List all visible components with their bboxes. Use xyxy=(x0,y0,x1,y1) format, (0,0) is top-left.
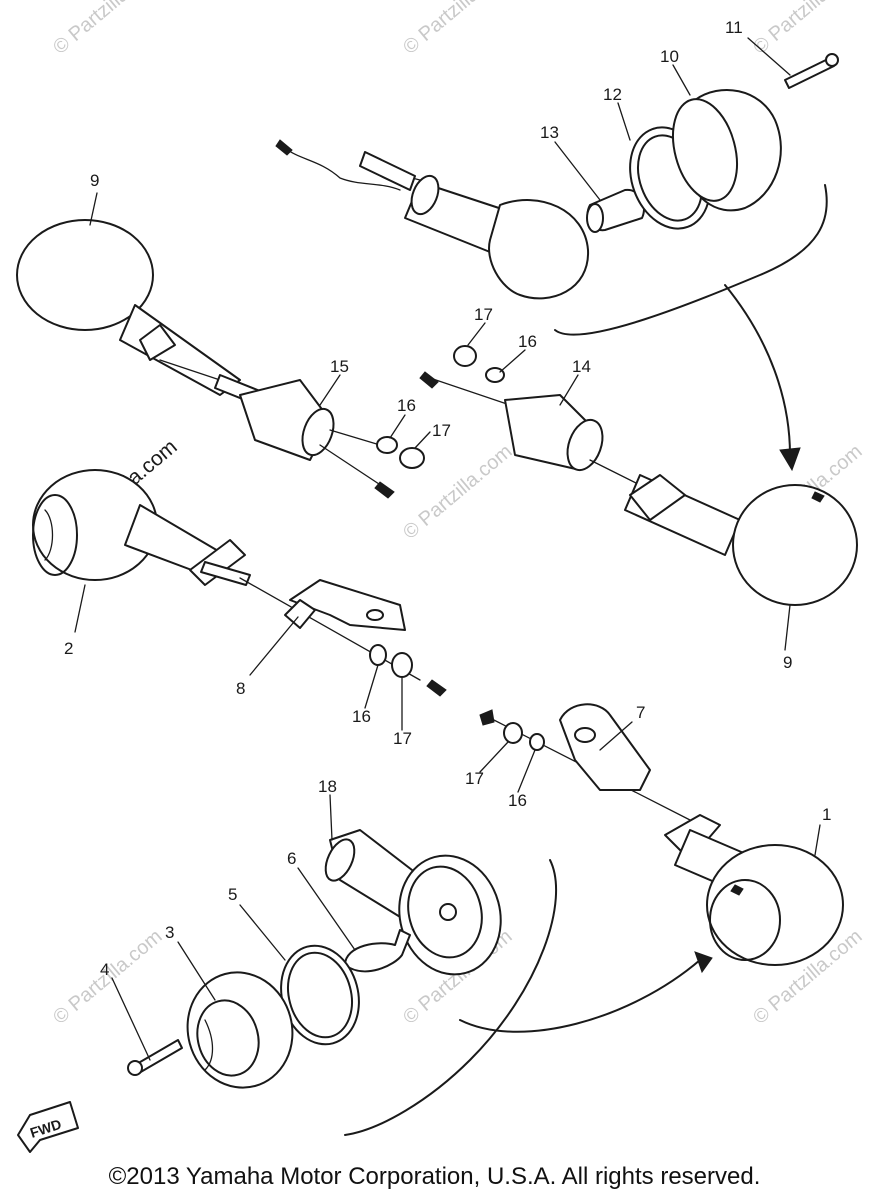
watermark: © Partzilla.com xyxy=(749,0,866,59)
callout-18: 18 xyxy=(318,777,337,796)
callout-3: 3 xyxy=(165,923,174,942)
copyright-notice: ©2013 Yamaha Motor Corporation, U.S.A. A… xyxy=(108,1163,761,1190)
rear-lamp-assembly-exploded xyxy=(275,53,839,472)
callout-7: 7 xyxy=(636,703,645,722)
fwd-arrow-icon: FWD xyxy=(17,1101,79,1153)
leader-lines xyxy=(74,37,821,1061)
callout-16: 16 xyxy=(397,396,416,415)
callout-5: 5 xyxy=(228,885,237,904)
callout-16: 16 xyxy=(352,707,371,726)
callout-1: 1 xyxy=(822,805,831,824)
callout-13: 13 xyxy=(540,123,559,142)
callout-8: 8 xyxy=(236,679,245,698)
callout-12: 12 xyxy=(603,85,622,104)
callout-9: 9 xyxy=(783,653,792,672)
callout-17: 17 xyxy=(393,729,412,748)
turn-signal-front-left xyxy=(32,469,447,697)
callout-4: 4 xyxy=(100,960,109,979)
turn-signal-rear-right xyxy=(419,345,858,606)
callout-10: 10 xyxy=(660,47,679,66)
turn-signal-rear-left xyxy=(16,219,425,499)
callout-6: 6 xyxy=(287,849,296,868)
callout-16: 16 xyxy=(508,791,527,810)
callout-14: 14 xyxy=(572,357,591,376)
turn-signal-front-right xyxy=(479,703,844,966)
watermark: © Partzilla.com xyxy=(49,0,166,59)
callout-16: 16 xyxy=(518,332,537,351)
callout-2: 2 xyxy=(64,639,73,658)
callout-11: 11 xyxy=(725,18,743,37)
callout-17: 17 xyxy=(432,421,451,440)
callout-17: 17 xyxy=(474,305,493,324)
watermark: © Partzilla.com xyxy=(399,0,516,59)
callout-17: 17 xyxy=(465,769,484,788)
callouts: 1 2 3 4 5 6 7 8 9 9 10 11 12 13 14 15 16… xyxy=(64,18,831,979)
front-lamp-assembly-exploded xyxy=(127,829,713,1136)
callout-9: 9 xyxy=(90,171,99,190)
callout-15: 15 xyxy=(330,357,349,376)
